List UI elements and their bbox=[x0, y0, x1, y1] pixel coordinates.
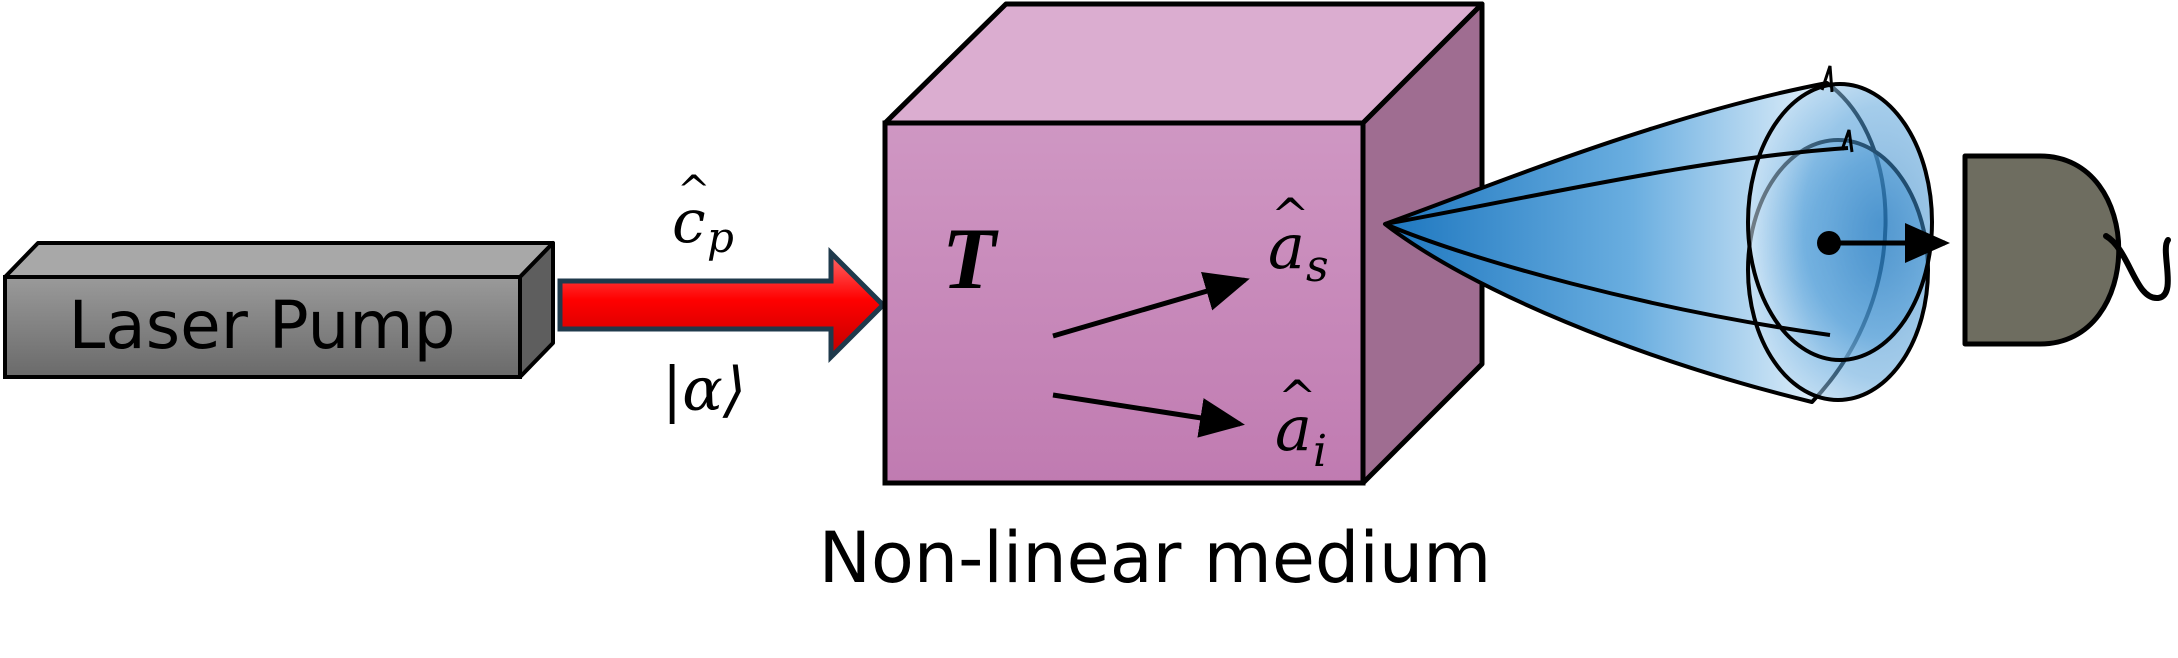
cone-inner-upper bbox=[1384, 146, 1849, 226]
pump-operator-sub: p bbox=[707, 213, 734, 262]
pump-operator-hat: ^ bbox=[677, 168, 711, 214]
cube-front-face bbox=[882, 120, 1366, 486]
pump-operator-base: c bbox=[672, 187, 706, 257]
cone-inner-lower bbox=[1384, 222, 1831, 337]
idler-arrow bbox=[1052, 392, 1245, 438]
photodetector-icon bbox=[1962, 153, 2171, 347]
detector-signal-wave bbox=[2103, 233, 2171, 301]
idler-base: a bbox=[1275, 392, 1312, 465]
pump-state-label: |α⟩ bbox=[662, 355, 746, 425]
idler-hat: ^ bbox=[1278, 370, 1317, 424]
signal-sub: s bbox=[1306, 241, 1329, 292]
detector-body bbox=[1962, 153, 2122, 347]
idler-mode-label: a ^ i bbox=[1275, 370, 1327, 477]
emission-cone-icon bbox=[1383, 65, 1950, 404]
laser-box-icon bbox=[3, 241, 555, 379]
idler-sub: i bbox=[1313, 426, 1327, 477]
pump-arrow-icon bbox=[557, 246, 887, 364]
signal-base: a bbox=[1268, 210, 1305, 283]
laser-front-face bbox=[3, 275, 522, 379]
pump-operator-label: c ^ p bbox=[672, 168, 734, 262]
transfer-symbol: T bbox=[942, 211, 999, 308]
crystal-cube-icon bbox=[882, 1, 1485, 486]
signal-mode-label: a ^ s bbox=[1268, 188, 1329, 292]
cone-disc-upper bbox=[1746, 82, 1934, 362]
laser-label: Laser Pump bbox=[69, 287, 456, 364]
laser-top-face bbox=[3, 241, 555, 279]
signal-hat: ^ bbox=[1271, 188, 1310, 242]
medium-label: Non-linear medium bbox=[819, 517, 1492, 599]
signal-arrow bbox=[1052, 272, 1250, 339]
